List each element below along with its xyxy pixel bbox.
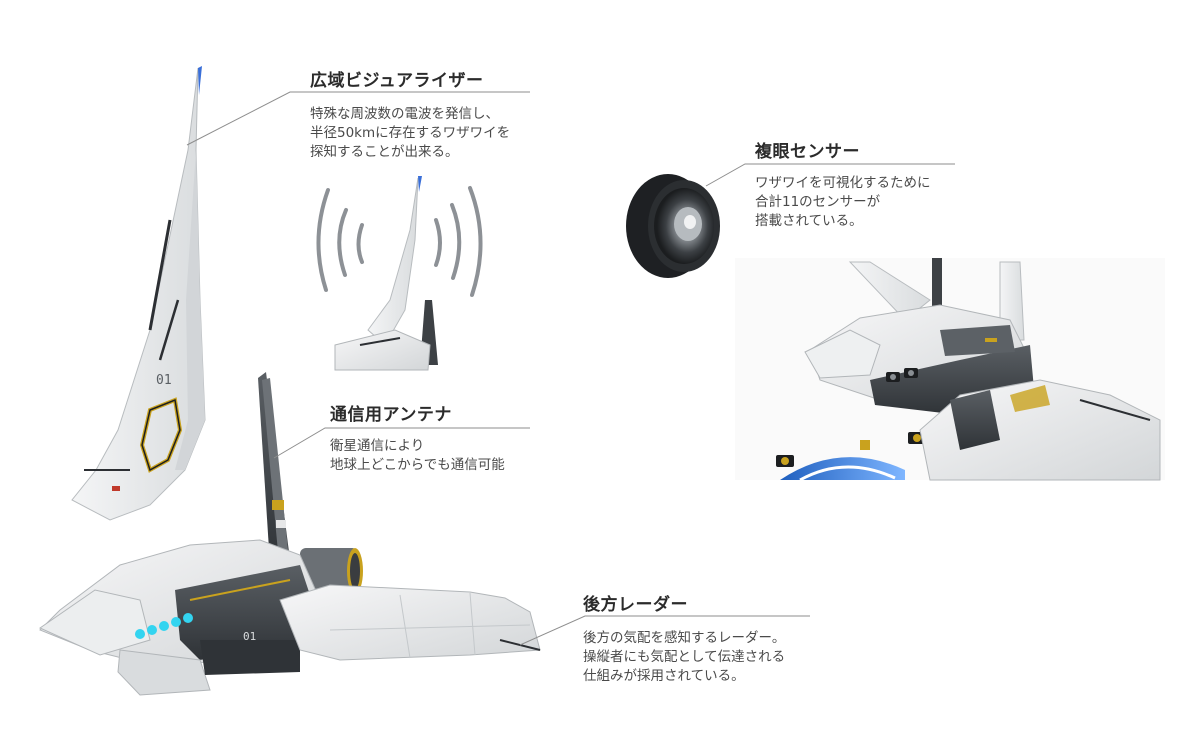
rear-radar-title: 後方レーダー	[583, 595, 688, 615]
engine-pod	[300, 548, 363, 594]
callout-antenna: 通信用アンテナ 衛星通信により 地球上どこからでも通信可能	[330, 400, 535, 475]
rear-radar-description: 後方の気配を感知するレーダー。 操縦者にも気配として伝達される 仕組みが採用され…	[583, 630, 786, 684]
visualizer-title: 広域ビジュアライザー	[310, 71, 484, 91]
callout-rear-radar: 後方レーダー 後方の気配を感知するレーダー。 操縦者にも気配として伝達される 仕…	[583, 590, 818, 686]
leader-lines	[186, 91, 955, 646]
compound-eye-description: ワザワイを可視化するために 合計11のセンサーが 搭載されている。	[755, 175, 931, 229]
callout-compound-eye: 複眼センサー ワザワイを可視化するために 合計11のセンサーが 搭載されている。	[755, 137, 960, 231]
callout-visualizer: 広域ビジュアライザー 特殊な周波数の電波を発信し、 半径50kmに存在するワザワ…	[310, 66, 535, 162]
compound-eye-title: 複眼センサー	[755, 142, 860, 162]
visualizer-description: 特殊な周波数の電波を発信し、 半径50kmに存在するワザワイを 探知することが出…	[310, 106, 511, 160]
main-head-unit: 01 01	[38, 66, 541, 696]
body-number: 01	[243, 630, 256, 643]
rear-radar-wing	[279, 584, 541, 661]
antenna-title: 通信用アンテナ	[330, 405, 452, 425]
antenna-description: 衛星通信により 地球上どこからでも通信可能	[330, 438, 505, 473]
head-closeup	[735, 258, 1165, 482]
closeup-sensors	[776, 368, 926, 467]
nose-cone	[38, 589, 151, 656]
fin-number: 01	[156, 373, 172, 388]
visualizer-inset	[305, 170, 530, 371]
sensor-lights	[135, 613, 193, 639]
compound-eye-lens	[626, 174, 720, 278]
